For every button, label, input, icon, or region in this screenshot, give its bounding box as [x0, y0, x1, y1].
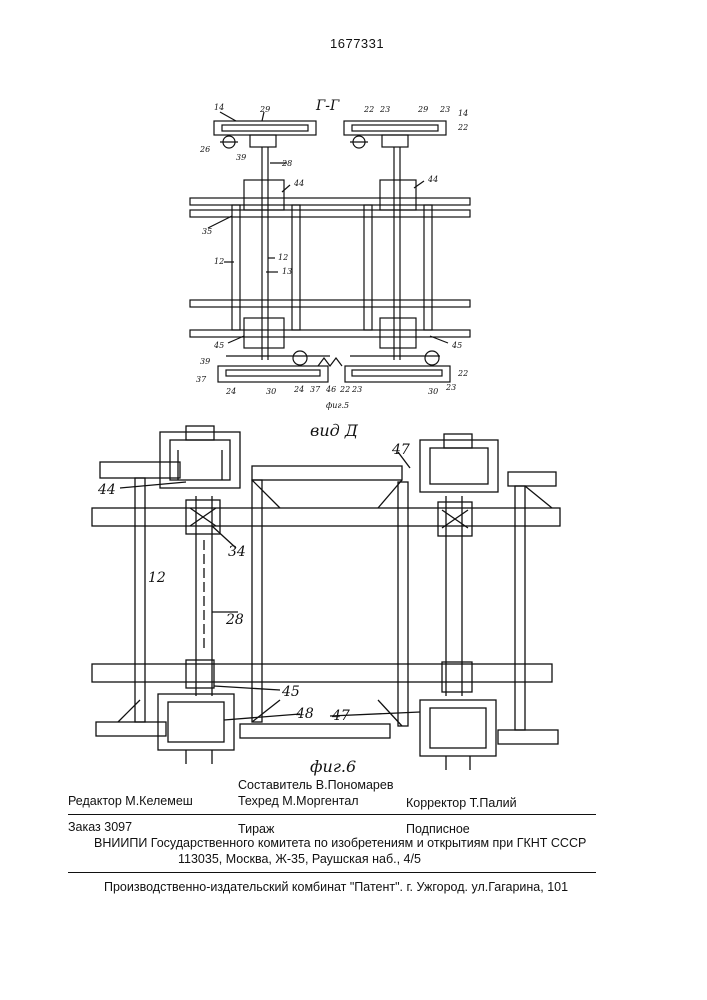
- fig5-label-22d: 22: [457, 369, 468, 378]
- fig6-label-34: 34: [228, 544, 246, 560]
- fig5-label-23a: 23: [379, 105, 390, 114]
- fig5-label-44b: 44: [427, 175, 438, 184]
- fig5-label-26: 26: [199, 145, 210, 154]
- fig5-label-30a: 30: [266, 387, 276, 396]
- fig6-label-44: 44: [97, 482, 116, 498]
- imprint-corrector: Корректор Т.Палий: [406, 796, 517, 810]
- fig5-label-24b: 24: [293, 385, 304, 394]
- imprint-compiler: Составитель В.Пономарев: [238, 778, 393, 792]
- fig6-label-47a: 47: [391, 442, 410, 458]
- fig5-label-44a: 44: [293, 179, 304, 188]
- figure-6: [92, 426, 560, 770]
- imprint-order: Заказ 3097: [68, 820, 132, 834]
- fig5-label-45a: 45: [213, 341, 224, 350]
- fig5-label-37b: 37: [310, 385, 321, 394]
- fig5-label-29a: 29: [259, 105, 270, 114]
- fig6-label-28: 28: [225, 612, 244, 628]
- imprint-organization: ВНИИПИ Государственного комитета по изоб…: [94, 836, 586, 850]
- fig5-label-12b: 12: [278, 253, 288, 262]
- fig5-label-45b: 45: [451, 341, 462, 350]
- fig6-label-47b: 47: [331, 708, 350, 724]
- fig5-label-22a: 22: [363, 105, 374, 114]
- fig6-label-48: 48: [295, 706, 314, 722]
- fig5-label-14a: 14: [214, 103, 224, 112]
- fig6-view-label: вид Д: [310, 421, 359, 440]
- imprint-address: 113035, Москва, Ж-35, Раушская наб., 4/5: [178, 852, 421, 866]
- fig6-label-12: 12: [148, 570, 166, 586]
- fig5-label-46: 46: [325, 385, 336, 394]
- fig5-label-12a: 12: [214, 257, 224, 266]
- fig5-label-39a: 39: [236, 153, 246, 162]
- fig5-label-22b: 22: [457, 123, 468, 132]
- fig5-label-14b: 14: [458, 109, 468, 118]
- imprint-rule-top: [68, 814, 596, 815]
- fig5-caption: фиг.5: [326, 401, 349, 410]
- fig6-label-45: 45: [281, 684, 300, 700]
- fig5-label-24a: 24: [225, 387, 236, 396]
- imprint-publisher: Производственно-издательский комбинат "П…: [104, 880, 568, 894]
- imprint-rule-bottom: [68, 872, 596, 873]
- fig5-label-35: 35: [202, 227, 212, 236]
- fig5-label-37a: 37: [196, 375, 207, 384]
- fig5-label-30b: 30: [428, 387, 438, 396]
- figure-5: [190, 112, 470, 382]
- fig5-label-39b: 39: [200, 357, 210, 366]
- imprint-editor: Редактор М.Келемеш: [68, 794, 193, 808]
- fig6-caption: фиг.6: [310, 757, 356, 776]
- fig5-section-label: Г-Г: [315, 98, 340, 114]
- fig5-label-23b: 23: [439, 105, 450, 114]
- fig5-label-23c: 23: [351, 385, 362, 394]
- imprint-circulation: Тираж: [238, 822, 274, 836]
- fig5-label-23d: 23: [445, 383, 456, 392]
- fig5-label-28: 28: [281, 159, 292, 168]
- imprint-subscription: Подписное: [406, 822, 470, 836]
- imprint-techred: Техред М.Моргентал: [238, 794, 359, 808]
- fig5-label-22c: 22: [339, 385, 350, 394]
- fig5-label-29b: 29: [417, 105, 428, 114]
- patent-drawing: Г-Г 14 29 26 39 28 22 23 29 23 14 22 44 …: [0, 0, 707, 780]
- fig5-label-13: 13: [282, 267, 292, 276]
